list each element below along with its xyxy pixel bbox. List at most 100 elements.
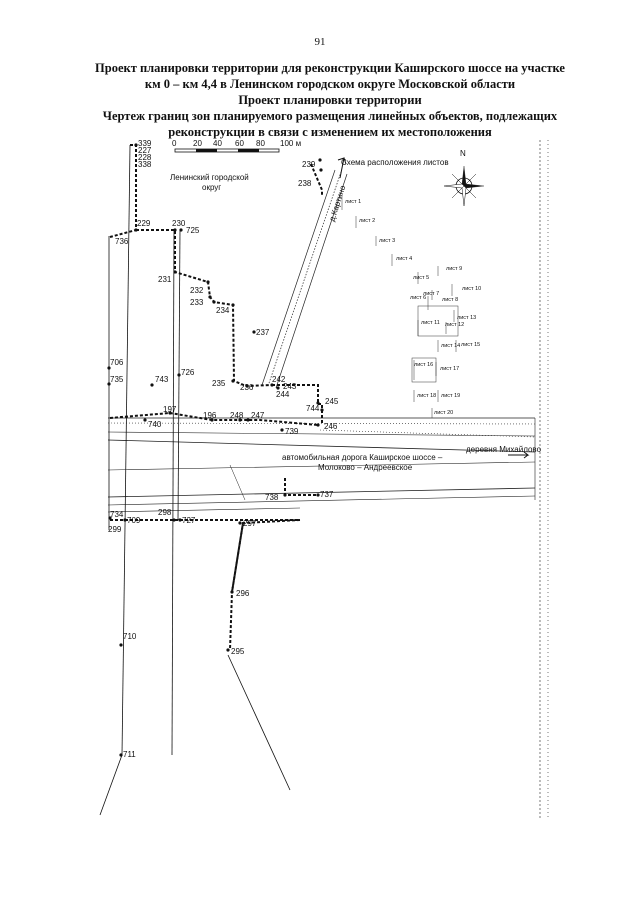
- point-726: 726: [181, 368, 195, 377]
- point-230: 230: [172, 219, 186, 228]
- north-label: N: [460, 149, 466, 158]
- header-line-4: Чертеж границ зон планируемого размещени…: [102, 109, 558, 123]
- point-239: 239: [302, 160, 316, 169]
- header-line-1: Проект планировки территории для реконст…: [95, 61, 565, 75]
- point-709: 709: [127, 516, 141, 525]
- point-739: 739: [285, 427, 299, 436]
- sheet-4: лист 4: [396, 256, 412, 262]
- arrow-up-icon: [337, 157, 347, 179]
- point-298: 298: [158, 508, 172, 517]
- point-339: 339: [138, 139, 152, 148]
- header-line-3: Проект планировки территории: [238, 93, 422, 107]
- point-738: 738: [265, 493, 279, 502]
- point-228: 228: [138, 153, 152, 162]
- scale-tick-20: 20: [193, 139, 202, 148]
- highway-label-line1: автомобильная дорога Каширское шоссе –: [282, 453, 443, 462]
- document-header: Проект планировки территории для реконст…: [70, 60, 590, 140]
- inset-title: Схема расположения листов: [341, 158, 449, 167]
- district-label-line2: округ: [202, 183, 221, 192]
- compass-icon: [443, 165, 485, 207]
- sheet-13: лист 13: [457, 315, 476, 321]
- point-238: 238: [298, 179, 312, 188]
- point-297: 297: [243, 519, 257, 528]
- scale-tick-40: 40: [213, 139, 222, 148]
- boundary-lines: [99, 144, 291, 816]
- sheet-12: лист 12: [445, 322, 464, 328]
- sheet-9: лист 9: [446, 266, 462, 272]
- sheet-6: лист 6: [410, 295, 426, 301]
- sheet-18: лист 18: [417, 393, 436, 399]
- point-232: 232: [190, 286, 204, 295]
- point-710: 710: [123, 632, 137, 641]
- sheet-20: лист 20: [434, 410, 453, 416]
- point-242: 242: [272, 375, 286, 384]
- point-734: 734: [110, 510, 124, 519]
- point-706: 706: [110, 358, 124, 367]
- scale-bar-frame: [174, 148, 280, 153]
- highway-label-line2: Молоково – Андреевское: [318, 463, 413, 472]
- sheet-17: лист 17: [440, 366, 459, 372]
- point-196: 196: [203, 411, 217, 420]
- point-236: 236: [240, 383, 254, 392]
- sheet-2: лист 2: [359, 218, 375, 224]
- point-243: 243: [283, 382, 297, 391]
- point-338: 338: [138, 160, 152, 169]
- point-247: 247: [251, 411, 265, 420]
- sheet-10: лист 10: [462, 286, 481, 292]
- point-markers: [107, 143, 324, 757]
- point-labels: 339 227 228 338 229 230 725 736 231 232 …: [108, 139, 339, 759]
- scale-bar-seg-2: [238, 149, 259, 152]
- point-229: 229: [137, 219, 151, 228]
- scale-tick-60: 60: [235, 139, 244, 148]
- point-246: 246: [324, 422, 338, 431]
- village-road: [534, 140, 549, 820]
- point-299: 299: [108, 525, 122, 534]
- scale-tick-100: 100 м: [280, 139, 301, 148]
- point-237: 237: [256, 328, 270, 337]
- point-245: 245: [325, 397, 339, 406]
- sheet-3: лист 3: [379, 238, 395, 244]
- sheet-7: лист 7: [423, 291, 439, 297]
- scale-bar-seg-1: [196, 149, 217, 152]
- header-line-5: реконструкции в связи с изменением их ме…: [168, 125, 492, 139]
- point-248: 248: [230, 411, 244, 420]
- district-label-line1: Ленинский городской: [170, 173, 249, 182]
- point-740: 740: [148, 420, 162, 429]
- sheet-11: лист 11: [421, 320, 440, 326]
- point-234: 234: [216, 306, 230, 315]
- scale-tick-0: 0: [172, 139, 177, 148]
- point-727: 727: [182, 516, 196, 525]
- point-711: 711: [123, 750, 136, 759]
- header-line-2: км 0 – км 4,4 в Ленинском городском окру…: [144, 77, 516, 91]
- point-227: 227: [138, 146, 152, 155]
- arrow-right-icon: [508, 451, 530, 459]
- point-737: 737: [320, 490, 334, 499]
- point-725: 725: [186, 226, 200, 235]
- point-296: 296: [236, 589, 250, 598]
- point-235: 235: [212, 379, 226, 388]
- point-736: 736: [115, 237, 129, 246]
- sheet-14: лист 14: [441, 343, 460, 349]
- village-label: деревня Михайлово: [466, 445, 542, 454]
- sheet-15: лист 15: [461, 342, 480, 348]
- sheet-19: лист 19: [441, 393, 460, 399]
- sheet-5: лист 5: [413, 275, 429, 281]
- point-233: 233: [190, 298, 204, 307]
- kartino-road: [261, 169, 348, 389]
- sheet-1: лист 1: [345, 199, 361, 205]
- page-number: 91: [314, 36, 326, 48]
- main-highway: [107, 417, 536, 513]
- sheet-layout-inset: Схема расположения листов N: [341, 149, 485, 418]
- point-244: 244: [276, 390, 290, 399]
- point-744: 744: [306, 404, 320, 413]
- sheet-8: лист 8: [442, 297, 458, 303]
- point-743: 743: [155, 375, 169, 384]
- scale-bar: 0 20 40 60 80 100 м: [172, 139, 301, 153]
- scale-tick-80: 80: [256, 139, 265, 148]
- point-295: 295: [231, 647, 245, 656]
- point-231: 231: [158, 275, 172, 284]
- sheet-16: лист 16: [414, 362, 433, 368]
- point-735: 735: [110, 375, 124, 384]
- point-197: 197: [163, 405, 177, 414]
